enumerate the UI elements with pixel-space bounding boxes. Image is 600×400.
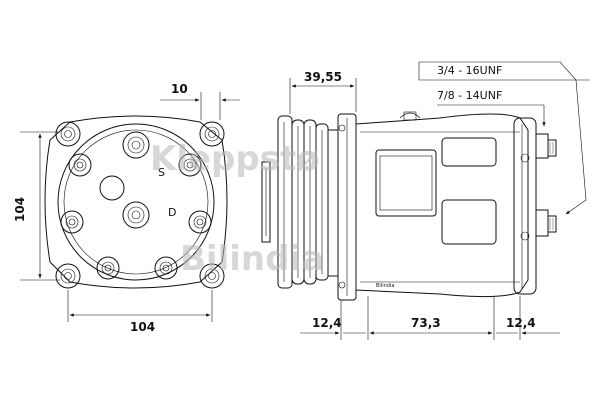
thread-callouts: 3/4 - 16UNF 7/8 - 14UNF xyxy=(418,61,590,215)
flange-offset-value: 10 xyxy=(171,82,188,96)
dimension-bottom-chain: 12,4 73,3 12,4 xyxy=(300,296,560,340)
dim-c-value: 12,4 xyxy=(506,316,536,330)
thread-spec-lower: 7/8 - 14UNF xyxy=(437,89,502,102)
dimension-height: 104 xyxy=(13,131,60,281)
pulley-depth-value: 39,55 xyxy=(304,70,342,84)
service-ports xyxy=(535,133,557,237)
dim-b-value: 73,3 xyxy=(411,316,441,330)
front-bolt-pattern xyxy=(60,131,212,280)
thread-spec-upper: 3/4 - 16UNF xyxy=(437,64,502,77)
width-value: 104 xyxy=(130,320,155,334)
suction-port-label: S xyxy=(158,166,165,179)
dimension-pulley-depth: 39,55 xyxy=(289,70,357,114)
watermark-line1: Kleppstø xyxy=(150,139,320,179)
brand-mark: Bilindia xyxy=(376,283,394,289)
front-view: S D xyxy=(44,115,228,289)
dimension-width: 104 xyxy=(67,290,213,334)
watermark: Kleppstø Bilindia xyxy=(150,139,324,279)
height-value: 104 xyxy=(13,197,27,222)
front-corner-bosses xyxy=(55,121,225,289)
dim-a-value: 12,4 xyxy=(312,316,342,330)
discharge-port-label: D xyxy=(168,206,176,219)
watermark-line2: Bilindia xyxy=(180,239,324,279)
side-view: Bilindia xyxy=(261,111,557,301)
dimension-flange-offset: 10 xyxy=(160,82,240,120)
